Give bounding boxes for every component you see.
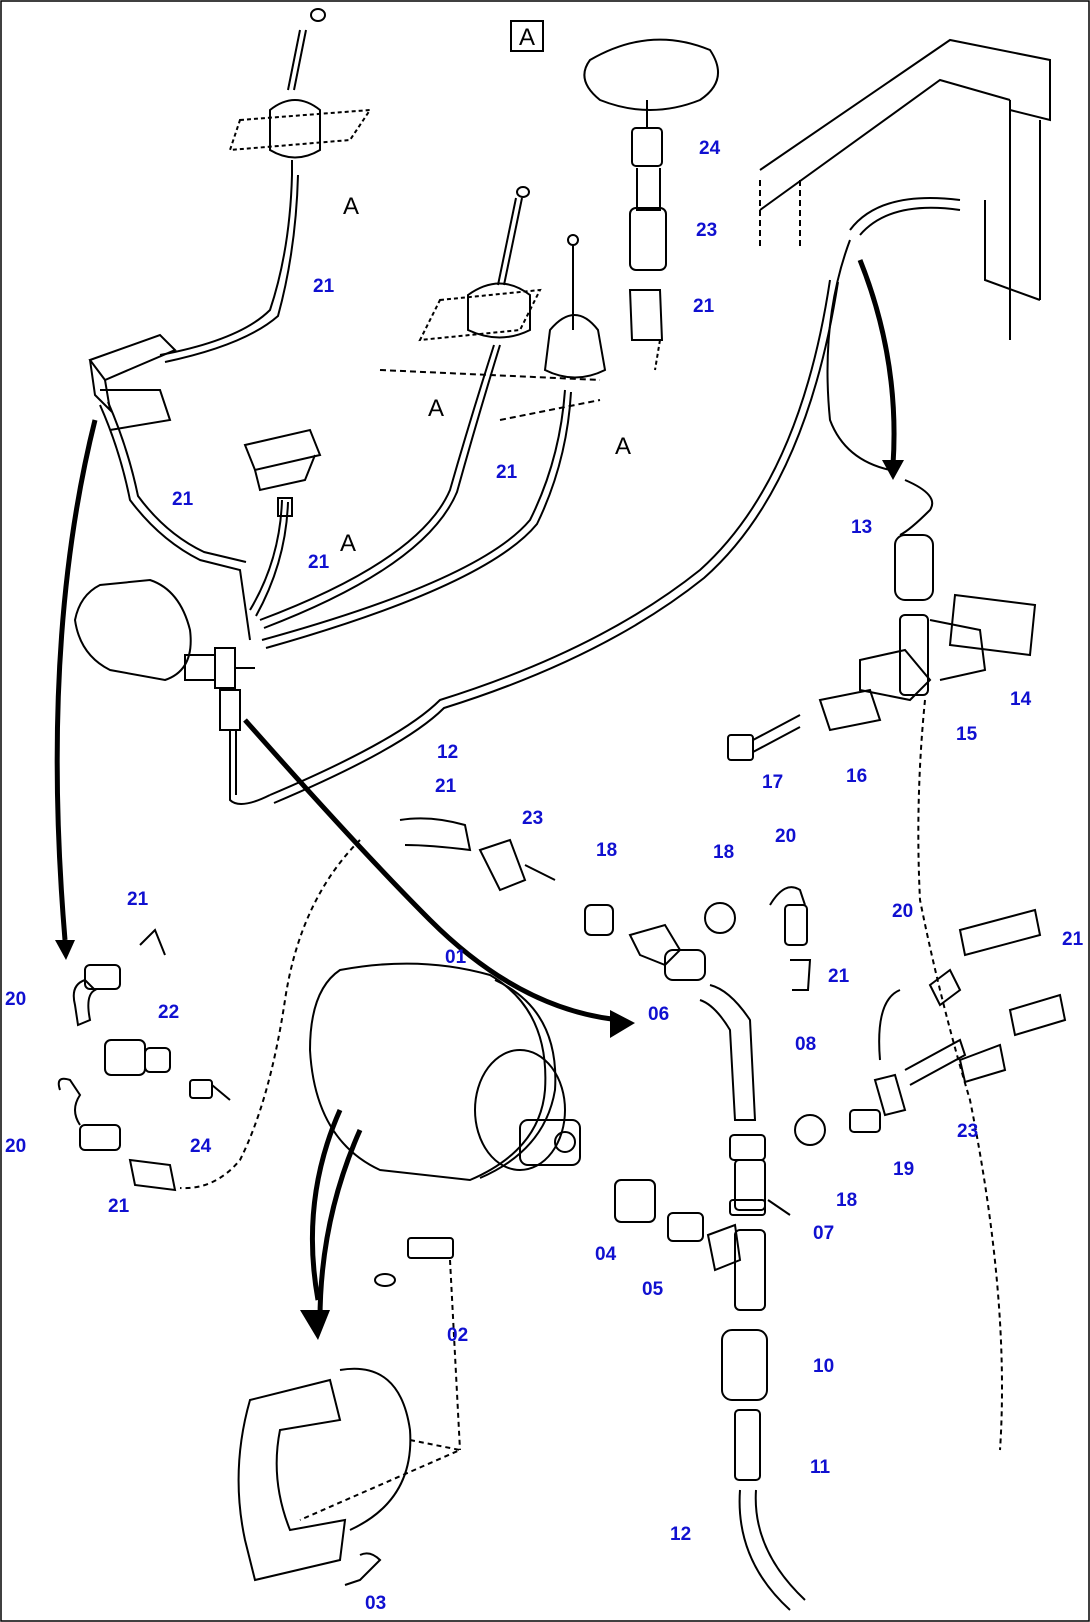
callout-07: 07 [813, 1223, 835, 1244]
callout-21: 21 [496, 462, 518, 483]
callout-20: 20 [5, 989, 27, 1010]
accumulator-01 [308, 962, 581, 1182]
callout-21: 21 [828, 966, 850, 987]
left-detail-fittings [57, 928, 231, 1192]
callout-17: 17 [762, 772, 784, 793]
callout-12: 12 [670, 1524, 692, 1545]
callout-18: 18 [836, 1190, 858, 1211]
callout-19: 19 [893, 1159, 915, 1180]
bottom-fittings [614, 1179, 806, 1611]
callout-08: 08 [795, 1034, 817, 1055]
callout-22: 22 [158, 1002, 180, 1023]
callout-21: 21 [127, 889, 149, 910]
callout-04: 04 [595, 1244, 617, 1265]
pressure-gauge-top [583, 38, 719, 371]
middle-fittings [399, 817, 1067, 1216]
callout-02: 02 [447, 1325, 469, 1346]
callout-21: 21 [172, 489, 194, 510]
callout-03: 03 [365, 1593, 387, 1614]
valve-block-left [88, 333, 177, 431]
joystick-pair [379, 186, 607, 421]
hose-12-upper [269, 279, 831, 796]
callout-21: 21 [1062, 929, 1084, 950]
mounting-bracket [237, 1237, 464, 1586]
callout-23: 23 [957, 1121, 979, 1142]
callout-15: 15 [956, 724, 978, 745]
callout-20: 20 [775, 826, 797, 847]
callout-20: 20 [5, 1136, 27, 1157]
callout-23: 23 [522, 808, 544, 829]
view-arrow-letter: A [615, 433, 632, 460]
callout-13: 13 [851, 517, 873, 538]
callout-21: 21 [435, 776, 457, 797]
view-arrow-letter: A [340, 530, 357, 557]
switch-center [243, 428, 322, 517]
clamp-assembly [727, 479, 1037, 1451]
callout-18: 18 [596, 840, 618, 861]
callout-21: 21 [313, 276, 335, 297]
callout-18: 18 [713, 842, 735, 863]
callout-21: 21 [108, 1196, 130, 1217]
callout-01: 01 [445, 947, 467, 968]
cab-structure [759, 38, 1051, 471]
joystick-top-left [228, 8, 372, 175]
callout-14: 14 [1010, 689, 1032, 710]
callout-21: 21 [308, 552, 330, 573]
accumulator-small [73, 578, 271, 805]
callout-24: 24 [190, 1136, 212, 1157]
callout-11: 11 [810, 1457, 831, 1478]
callout-20: 20 [892, 901, 914, 922]
callout-21: 21 [693, 296, 715, 317]
callout-16: 16 [846, 766, 868, 787]
view-marker-box: A [510, 20, 544, 52]
callout-10: 10 [813, 1356, 835, 1377]
hoses-21 [99, 174, 572, 649]
callout-23: 23 [696, 220, 718, 241]
callout-05: 05 [642, 1279, 664, 1300]
view-arrow-letter: A [428, 395, 445, 422]
view-arrow-letter: A [343, 193, 360, 220]
callout-12: 12 [437, 742, 459, 763]
callout-24: 24 [699, 138, 721, 159]
callout-06: 06 [648, 1004, 670, 1025]
